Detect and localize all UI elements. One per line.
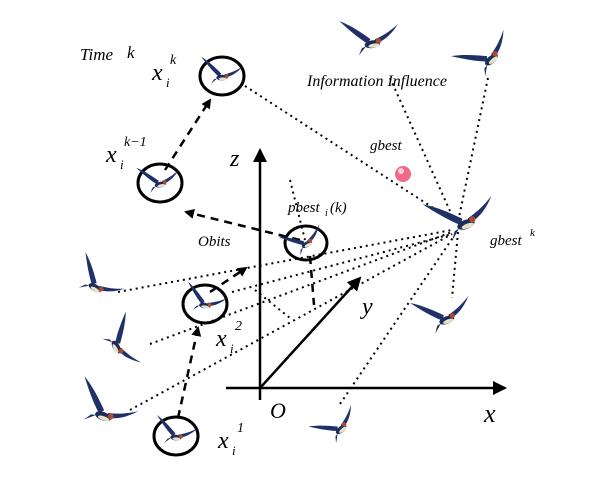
xk-minus-1-label: x i k−1	[105, 135, 147, 172]
svg-text:x: x	[151, 60, 163, 86]
obits-label: Obits	[198, 234, 231, 250]
y-axis-line	[259, 276, 362, 389]
time-label: Time	[80, 45, 114, 64]
svg-text:2: 2	[235, 319, 242, 334]
xk-label: x i k	[151, 53, 177, 90]
svg-text:k: k	[170, 53, 177, 68]
swallow-icon	[183, 281, 229, 316]
swallow-icon	[136, 160, 182, 195]
svg-text:i: i	[232, 443, 236, 458]
circle-x2	[181, 283, 229, 325]
labels: Time k x i k x i k−1 x i 2 x i 1 Informa…	[80, 43, 536, 458]
svg-text:pbest: pbest	[287, 200, 320, 216]
svg-text:x: x	[105, 142, 117, 168]
circle-xk-minus-1	[136, 162, 184, 204]
svg-text:gbest: gbest	[490, 233, 522, 249]
obits-arrow	[184, 209, 301, 242]
pbest-drop-line	[308, 255, 316, 306]
pbest-label: pbest i (k)	[287, 200, 347, 219]
circle-pbest	[283, 224, 329, 262]
gbest-k-label: gbest k	[490, 227, 536, 249]
svg-text:i: i	[230, 341, 234, 356]
swallow-icon	[308, 396, 364, 450]
swallow-icon	[410, 283, 477, 339]
svg-text:i: i	[325, 208, 328, 219]
xk1-to-xk-arrow	[163, 98, 212, 171]
influence-lines	[117, 77, 489, 411]
circle-xk	[198, 55, 246, 97]
axis-y-label: y	[360, 294, 373, 320]
svg-text:k−1: k−1	[124, 135, 147, 150]
swallow-icon	[68, 252, 131, 308]
svg-text:x: x	[215, 326, 227, 352]
x1-label: x i 1	[217, 421, 244, 458]
origin-label: O	[270, 398, 286, 423]
swallow-icon	[154, 415, 199, 446]
svg-text:x: x	[217, 428, 229, 454]
axes	[226, 148, 507, 400]
x2-label: x i 2	[215, 319, 242, 356]
particle-circles	[136, 55, 329, 457]
swallow-icon	[339, 11, 403, 58]
svg-text:1: 1	[237, 421, 244, 436]
circle-x1	[152, 415, 200, 457]
axis-z-label: z	[229, 146, 240, 172]
information-influence-label: Information Influence	[306, 73, 447, 90]
swallow-icon	[96, 311, 152, 374]
svg-text:i: i	[120, 157, 124, 172]
swallow-icon	[451, 19, 519, 85]
gbest-label: gbest	[370, 138, 402, 154]
svg-text:(k): (k)	[330, 200, 347, 216]
time-var-label: k	[127, 43, 135, 62]
trajectory	[163, 98, 316, 419]
svg-text:k: k	[530, 227, 536, 239]
x1-to-x2-arrow	[176, 326, 202, 419]
svg-text:i: i	[166, 75, 170, 90]
axis-x-label: x	[483, 399, 496, 428]
pink-sphere-icon	[395, 166, 411, 182]
swallow-icon	[70, 376, 144, 436]
